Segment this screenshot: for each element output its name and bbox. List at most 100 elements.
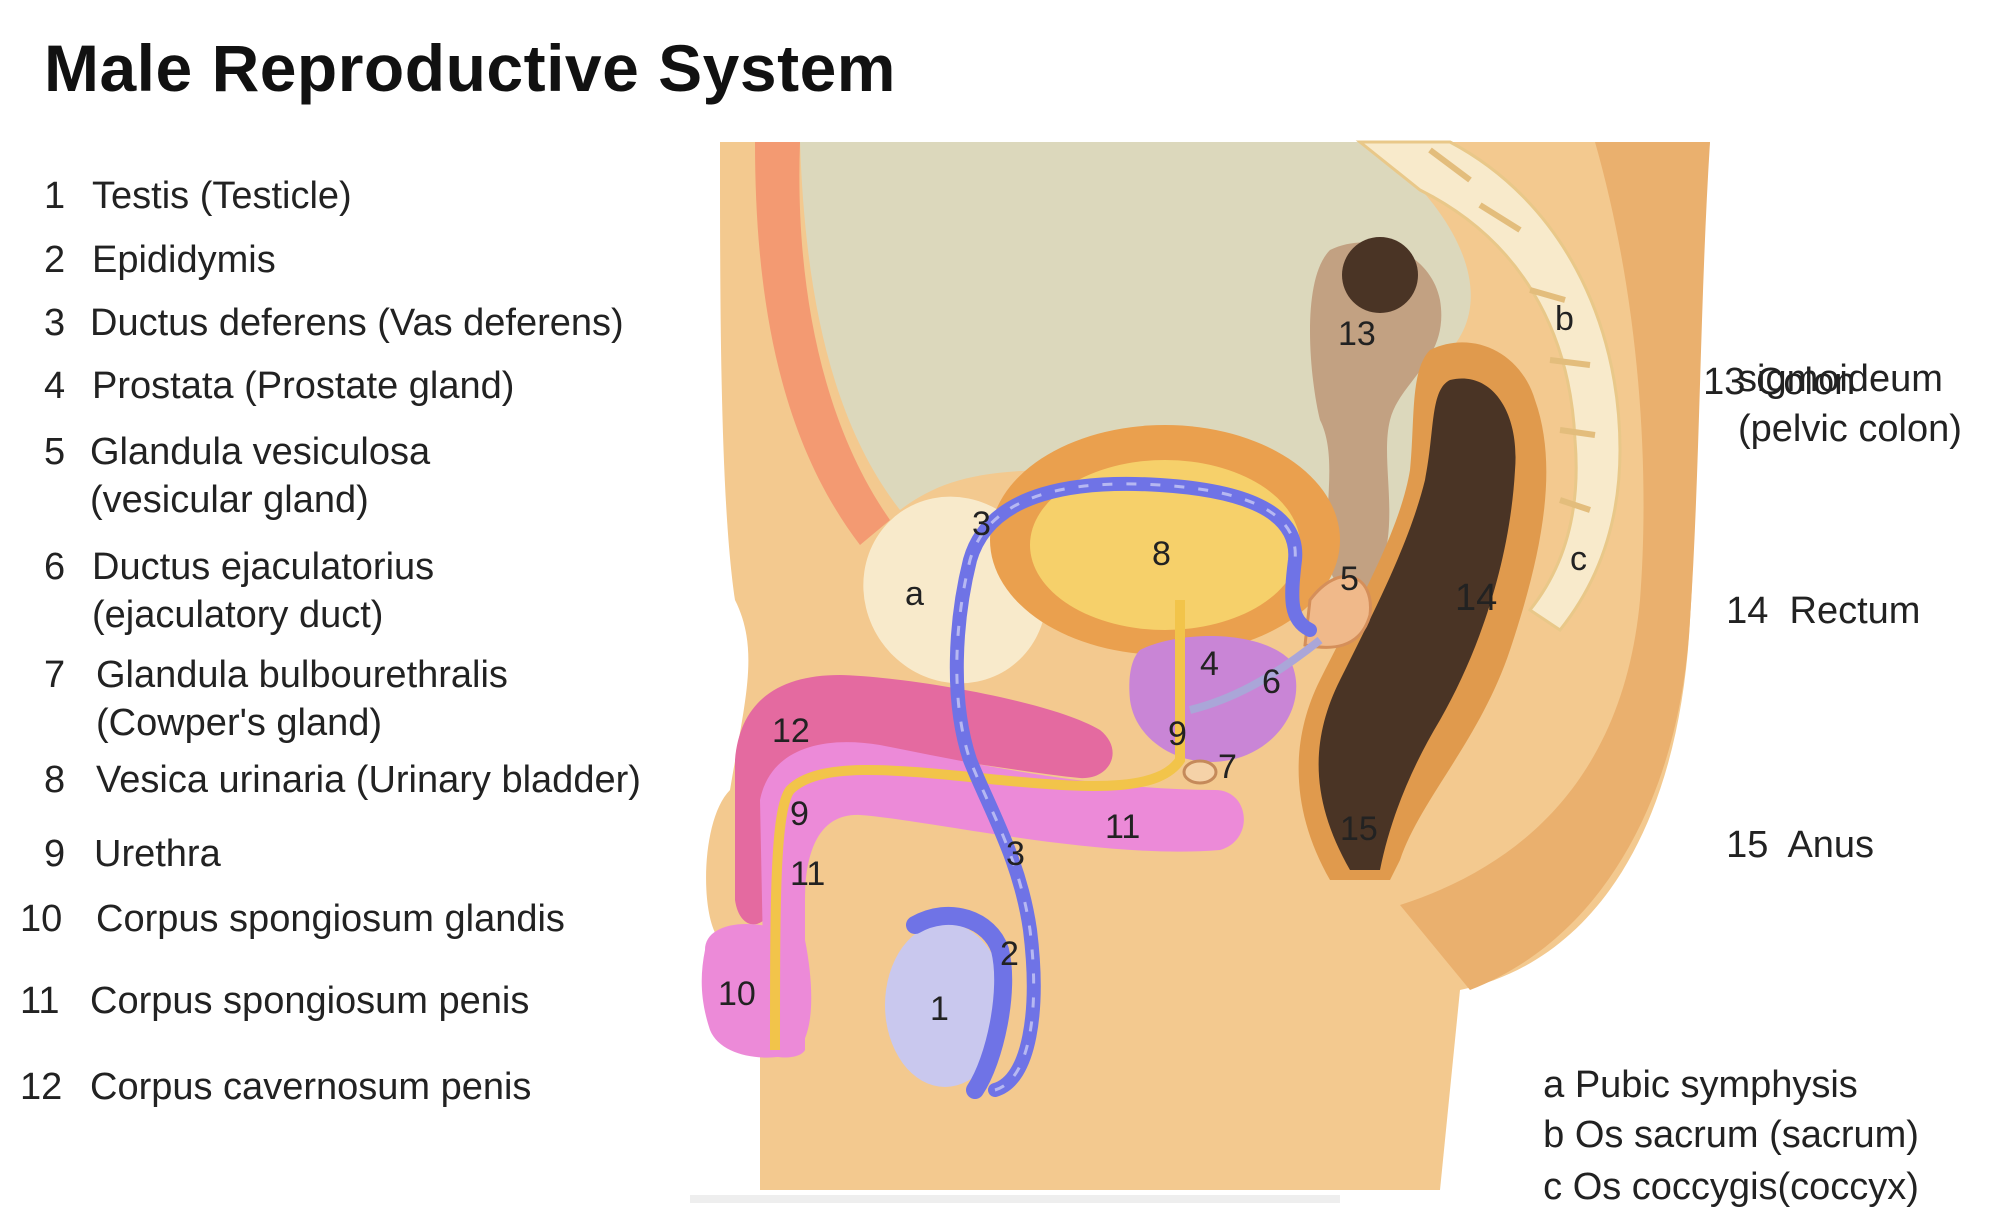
legend-number: 7 [44, 654, 66, 696]
legend-label: Anus [1787, 824, 1875, 866]
legend-item-sacrum: b Os sacrum (sacrum) [1522, 1063, 1919, 1159]
marker-c: c [1570, 540, 1587, 578]
legend-letter: b [1543, 1114, 1565, 1156]
marker-2: 2 [1000, 935, 1019, 973]
legend-label-sub: (ejaculatory duct) [92, 594, 384, 636]
legend-label: Corpus cavernosum penis [90, 1066, 532, 1108]
page-title: Male Reproductive System [44, 31, 896, 105]
marker-14: 14 [1455, 577, 1497, 619]
legend-letter: a [1543, 1064, 1565, 1106]
legend-item-urinary-bladder: 8 Vesica urinaria (Urinary bladder) [44, 756, 744, 806]
legend-label: Rectum [1789, 590, 1921, 632]
legend-label-sub: (Cowper's gland) [96, 702, 383, 744]
bottom-edge [690, 1195, 1340, 1203]
marker-8: 8 [1152, 535, 1171, 573]
legend-label: Corpus spongiosum glandis [96, 898, 565, 940]
marker-5: 5 [1340, 560, 1359, 598]
legend-item-ductus-deferens: 3 Ductus deferens (Vas deferens) [44, 299, 744, 349]
legend-item-cavernosum-penis: 12 Corpus cavernosum penis [20, 1063, 740, 1113]
legend-number: 14 [1726, 590, 1769, 632]
legend-item-coccyx: c Os coccygis(coccyx) [1522, 1115, 1919, 1211]
legend-number: 3 [44, 302, 66, 344]
marker-13: 13 [1338, 315, 1376, 353]
legend-label: Pubic symphysis [1574, 1064, 1858, 1106]
legend-label: Prostata (Prostate gland) [92, 365, 515, 407]
legend-label: Os sacrum (sacrum) [1574, 1114, 1919, 1156]
marker-7: 7 [1218, 748, 1237, 786]
legend-item-anus: 15 Anus [1705, 773, 1874, 869]
legend-number: 13 [1703, 361, 1746, 403]
epididymis [906, 907, 1013, 1099]
legend-item-ejaculatory-duct: 6 Ductus ejaculatorius (ejaculatory duct… [44, 543, 744, 643]
skin-dark-band [1400, 142, 1710, 990]
marker-15: 15 [1340, 810, 1378, 848]
marker-6: 6 [1262, 663, 1281, 701]
legend-item-spongiosum-penis: 11 Corpus spongiosum penis [20, 977, 740, 1027]
urethra [770, 600, 1185, 1051]
legend-item-colon: 13 Colon [1682, 310, 1855, 406]
legend-item-vesicular-gland: 5 Glandula vesiculosa (vesicular gland) [44, 428, 744, 528]
legend-item-testis: 1 Testis (Testicle) [44, 172, 744, 222]
testis [885, 923, 1005, 1087]
legend-item-prostate: 4 Prostata (Prostate gland) [44, 362, 744, 412]
marker-12: 12 [772, 712, 810, 750]
ejaculatory-duct [1189, 636, 1323, 714]
legend-number: 1 [44, 175, 66, 217]
abdominal-muscle [755, 142, 890, 545]
legend-item-bulbourethral-gland: 7 Glandula bulbourethralis (Cowper's gla… [44, 651, 744, 751]
legend-number: 12 [20, 1066, 63, 1108]
marker-11-upper: 11 [1105, 808, 1140, 846]
legend-label: Glandula vesiculosa [90, 431, 431, 473]
glans [701, 923, 812, 1058]
marker-3-upper: 3 [972, 505, 991, 543]
legend-item-pubic-symphysis: a Pubic symphysis [1522, 1013, 1858, 1109]
marker-b: b [1555, 300, 1574, 338]
rectum [1318, 378, 1516, 870]
legend-number: 4 [44, 365, 66, 407]
cowper-gland [1182, 759, 1218, 785]
legend-label: Ductus ejaculatorius [92, 546, 435, 588]
marker-4: 4 [1200, 645, 1219, 683]
legend-label: Colon [1755, 361, 1856, 403]
legend-label: Os coccygis(coccyx) [1572, 1166, 1919, 1208]
corpus-spongiosum [760, 742, 1244, 1058]
legend-number: 15 [1726, 824, 1769, 866]
colon [1310, 242, 1442, 593]
legend-number: 9 [44, 833, 66, 875]
legend-label-sub: (vesicular gland) [90, 479, 369, 521]
legend-label: Urethra [94, 833, 221, 875]
colon-lumen [1342, 237, 1418, 313]
legend-item-urethra: 9 Urethra [44, 830, 744, 880]
legend-number: 11 [20, 980, 60, 1022]
legend-number: 2 [44, 239, 66, 281]
sacrum [1355, 140, 1622, 633]
legend-label: Corpus spongiosum penis [90, 980, 530, 1022]
sacrum-segment [1428, 147, 1596, 513]
marker-9-upper: 9 [1168, 715, 1187, 753]
legend-item-colon-line2: sigmoideum [1738, 358, 1943, 400]
legend-label: Vesica urinaria (Urinary bladder) [96, 759, 641, 801]
legend-number: 8 [44, 759, 66, 801]
legend-label: Glandula bulbourethralis [96, 654, 508, 696]
marker-10: 10 [718, 975, 756, 1013]
legend-number: 5 [44, 431, 66, 473]
vesicular-gland [1303, 574, 1372, 649]
marker-3-lower: 3 [1006, 835, 1025, 873]
legend-label: Epididymis [92, 239, 276, 281]
legend-number: 6 [44, 546, 66, 588]
marker-a: a [905, 575, 924, 613]
marker-9-lower: 9 [790, 795, 809, 833]
legend-label: Ductus deferens (Vas deferens) [90, 302, 624, 344]
corpus-cavernosum [735, 675, 1113, 925]
legend-item-rectum: 14 Rectum [1705, 539, 1920, 635]
legend-number: 10 [20, 898, 63, 940]
legend-label: Testis (Testicle) [92, 175, 352, 217]
legend-item-spongiosum-glandis: 10 Corpus spongiosum glandis [20, 895, 740, 945]
vas-deferens-highlight [955, 482, 1297, 1092]
legend-item-epididymis: 2 Epididymis [44, 236, 744, 286]
legend-item-colon-line3: (pelvic colon) [1738, 408, 1962, 450]
legend-letter: c [1543, 1166, 1563, 1208]
marker-1: 1 [930, 990, 949, 1028]
marker-11-lower: 11 [790, 855, 825, 893]
